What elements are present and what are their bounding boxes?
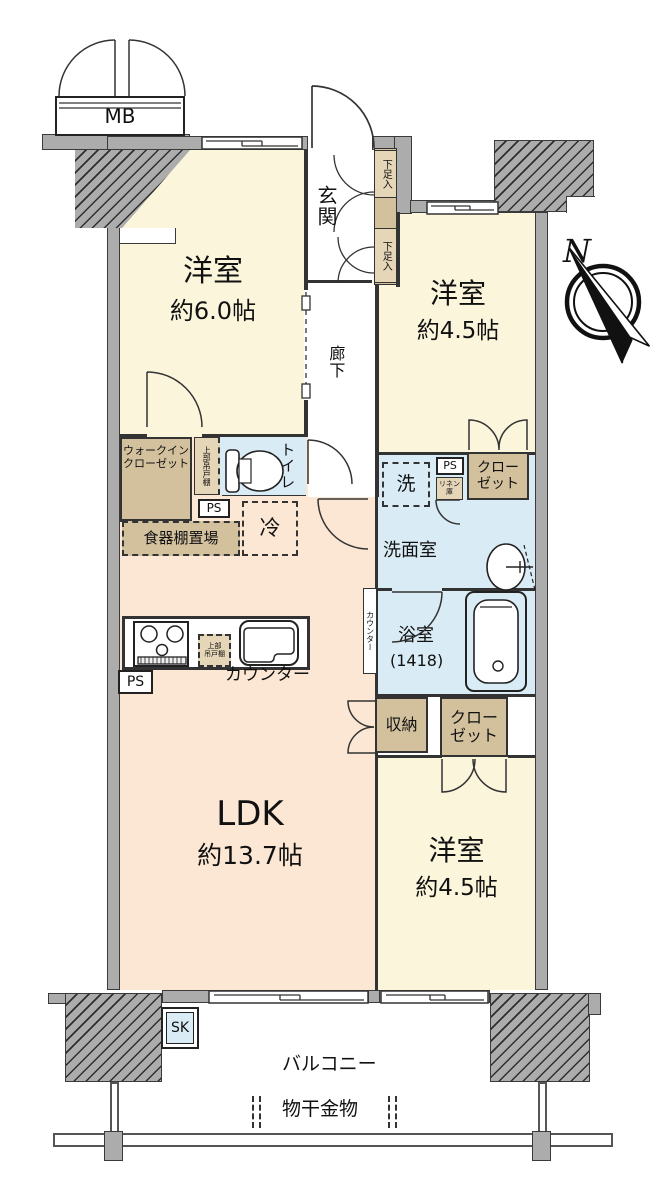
mb-box: MB [55,96,185,136]
room-corridor [308,282,375,497]
genkan-label: 玄関 [314,185,338,227]
wall-int [120,434,147,437]
closet-top-label: クローゼット [477,459,519,492]
wall-int [375,755,442,758]
storage-label: 収納 [385,714,418,734]
ps2-label: PS [443,458,457,472]
linen-label: リネン庫 [439,480,460,496]
linen-storage: リネン庫 [436,477,463,500]
cupboard-label: 食器棚置場 [143,528,219,547]
laundry-label: 物干金物 [282,1098,359,1120]
balcony-post-left [104,1131,123,1161]
ps-box-2: PS [436,457,464,475]
washer-label: 洗 [396,472,416,495]
shoe-bottom-label: 下足入 [380,240,392,271]
shoe-cabinet-bottom: 下足入 [374,228,397,283]
wall-int [202,434,306,437]
sk-box: SK [161,1007,199,1049]
bath-counter-strip: カウンター [363,588,377,674]
balcony-wall-right [538,1082,547,1134]
mb-doors-icon [58,39,186,97]
wall-int [375,215,379,497]
bath-counter-label: カウンター [365,611,375,651]
walk-in-closet: ウォークインクローゼット [120,437,192,521]
wall-int [308,280,372,283]
storage-box: 収納 [375,697,428,753]
room-west-4-5-bottom [378,757,535,990]
compass-n-label: N [563,232,591,270]
toilet-upper-shelf-label: 上部吊戸棚 [202,446,212,486]
kitchen-upper-shelf: 上部吊戸棚 [198,634,231,667]
toilet-label: トイレ [278,442,297,490]
fridge-space: 冷 [242,501,298,556]
wall-bottom-pier [368,990,380,1003]
wall-int [304,150,308,290]
sk-inner: SK [166,1012,194,1044]
walk-in-closet-label: ウォークインクローゼット [123,444,189,470]
wall-corner-bottom-right-tab [588,993,601,1015]
wall-corner-top-right-notch [566,196,595,213]
wall-int [304,400,308,437]
room1-pillar [120,228,176,244]
corridor-label: 廊下 [326,345,346,379]
closet-top: クローゼット [467,452,529,500]
washroom-label: 洗面室 [383,540,437,561]
room1-label: 洋室 約6.0帖 [169,254,257,325]
balcony-rail [53,1133,613,1147]
wall-right [535,212,548,990]
wall-corner-bottom-left [65,993,162,1082]
wall-int [442,588,535,591]
room-west-4-5-top-nook [378,285,402,455]
room3-label: 洋室 約4.5帖 [415,834,498,902]
wall-int [529,452,535,455]
closet-bottom-label: クローゼット [449,707,498,745]
balcony-wall-left [110,1082,119,1134]
closet-bottom: クローゼット [440,697,508,757]
washer-space: 洗 [382,462,430,507]
wall-top-left [107,136,308,150]
wall-int [396,212,400,287]
shoe-top-label: 下足入 [380,159,392,189]
sk-label: SK [170,1019,190,1036]
ps3-label: PS [126,673,145,690]
bath-size-label: (1418) [390,651,444,670]
wall-corner-bottom-left-tab [48,993,66,1004]
room-west-4-5-top [400,212,535,455]
room2-label: 洋室 約4.5帖 [416,277,500,345]
kitchen-upper-shelf-label: 上部吊戸棚 [204,641,225,658]
fridge-label: 冷 [259,516,281,541]
balcony-label: バルコニー [282,1053,377,1075]
shoe-cabinet-top: 下足入 [374,150,397,198]
bath-label: 浴室 [398,625,434,646]
laundry-bracket-right [388,1096,397,1128]
wall-int [508,755,535,758]
toilet-upper-shelf: 上部吊戸棚 [194,437,220,495]
ps1-label: PS [206,500,222,515]
wall-int [378,452,467,455]
cupboard-space: 食器棚置場 [122,521,240,556]
wall-bottom [162,990,490,1003]
ldk-label: LDK 約13.7帖 [197,794,303,871]
balcony-post-right [532,1131,551,1161]
wall-int [375,758,378,990]
entrance-door-icon [311,85,375,149]
wall-int [378,588,392,591]
wall-corner-bottom-right [490,993,590,1082]
ps-box-1: PS [198,499,230,518]
kitchen-counter-label: カウンター [225,665,310,685]
wall-int [378,694,535,697]
wall-left [107,150,120,990]
mb-label: MB [104,103,136,128]
ps-box-3: PS [118,670,153,694]
laundry-bracket-left [252,1096,261,1128]
